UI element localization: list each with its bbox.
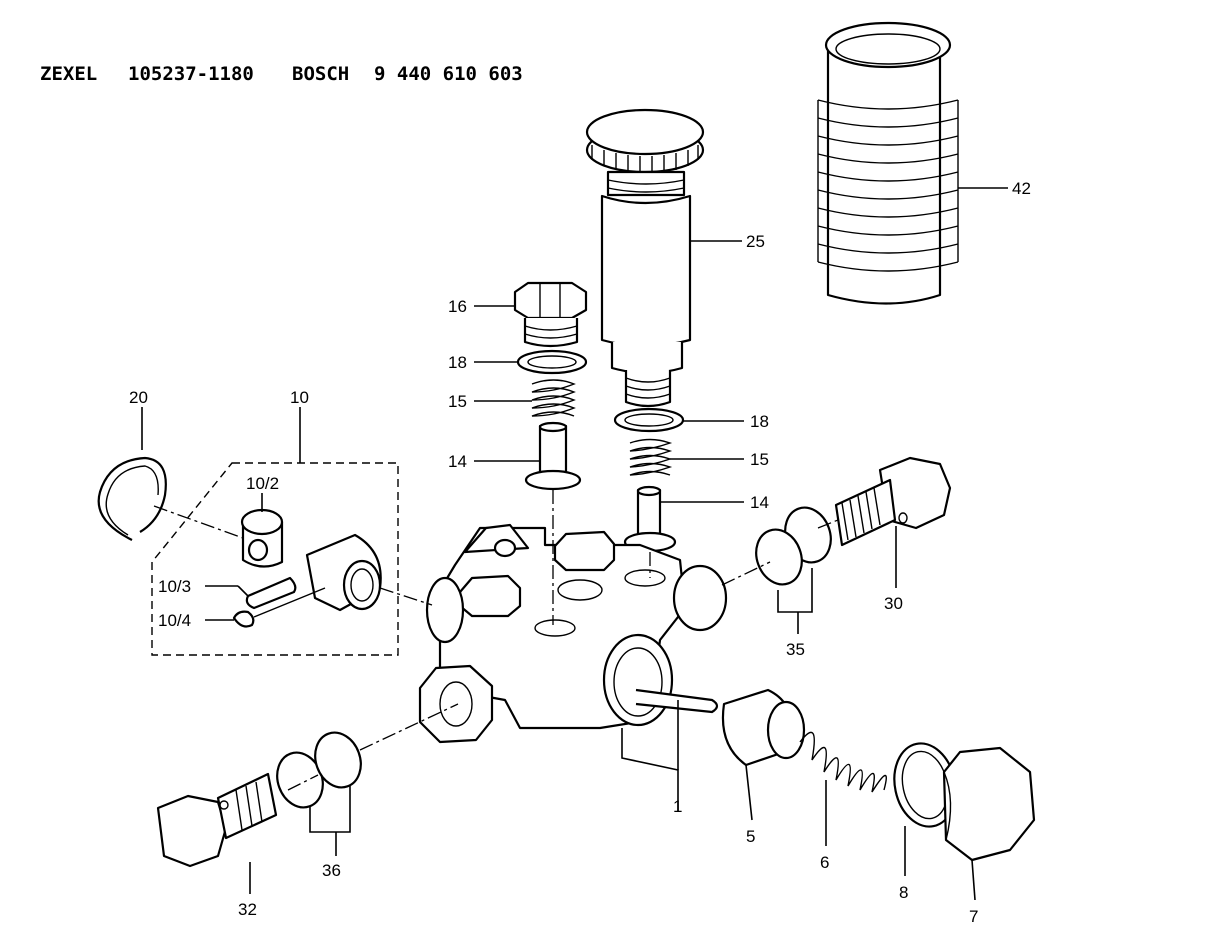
callout-20: 20 (129, 388, 148, 407)
part-14-right-valve (623, 485, 677, 553)
part-20-circlip (97, 456, 167, 541)
part-16-plug-screw (513, 281, 588, 348)
callout-labels: 42 25 16 18 15 14 18 15 14 20 10 10/2 10… (129, 179, 1031, 926)
callout-10: 10 (290, 388, 309, 407)
part-25-hand-primer (585, 108, 705, 408)
callout-35: 35 (786, 640, 805, 659)
callout-25: 25 (746, 232, 765, 251)
maker-name: ZEXEL (40, 63, 97, 85)
callout-15-right: 15 (750, 450, 769, 469)
part-30-banjo-bolt (834, 456, 952, 547)
part-15-left-spring (531, 379, 576, 417)
part-14-left-valve (524, 421, 582, 491)
part-35-washers (755, 506, 832, 586)
assembly-centerlines (153, 490, 839, 791)
callout-1: 1 (673, 797, 682, 816)
callout-14-right: 14 (750, 493, 769, 512)
part-10-group (151, 462, 399, 656)
callout-10-2: 10/2 (246, 474, 279, 493)
callout-18-left: 18 (448, 353, 467, 372)
callout-14-left: 14 (448, 452, 467, 471)
oem-name: BOSCH (292, 63, 349, 85)
callout-7: 7 (969, 907, 978, 926)
part-18-left-washer (516, 349, 588, 375)
leader-lines (141, 187, 1008, 901)
part-7-end-cap (942, 746, 1036, 862)
callout-18-right: 18 (750, 412, 769, 431)
part-42-bellows (817, 21, 959, 305)
callout-10-3: 10/3 (158, 577, 191, 596)
part-32-banjo-bolt (156, 772, 278, 868)
part-8-gasket (893, 742, 957, 828)
callout-16: 16 (448, 297, 467, 316)
part-36-washers (276, 731, 362, 809)
callout-15-left: 15 (448, 392, 467, 411)
callout-30: 30 (884, 594, 903, 613)
callout-42: 42 (1012, 179, 1031, 198)
callout-8: 8 (899, 883, 908, 902)
part-1-pump-body (418, 523, 728, 744)
callout-6: 6 (820, 853, 829, 872)
maker-part-number: 105237-1180 (128, 63, 254, 85)
diagram-header: ZEXEL 105237-1180 BOSCH 9 440 610 603 (40, 63, 523, 85)
oem-part-number: 9 440 610 603 (374, 63, 523, 85)
callout-36: 36 (322, 861, 341, 880)
callout-10-4: 10/4 (158, 611, 191, 630)
callout-5: 5 (746, 827, 755, 846)
part-15-right-spring (629, 438, 673, 476)
part-18-right-washer (613, 407, 685, 433)
part-6-spring (799, 731, 887, 793)
part-5-piston (721, 688, 806, 767)
callout-32: 32 (238, 900, 257, 919)
